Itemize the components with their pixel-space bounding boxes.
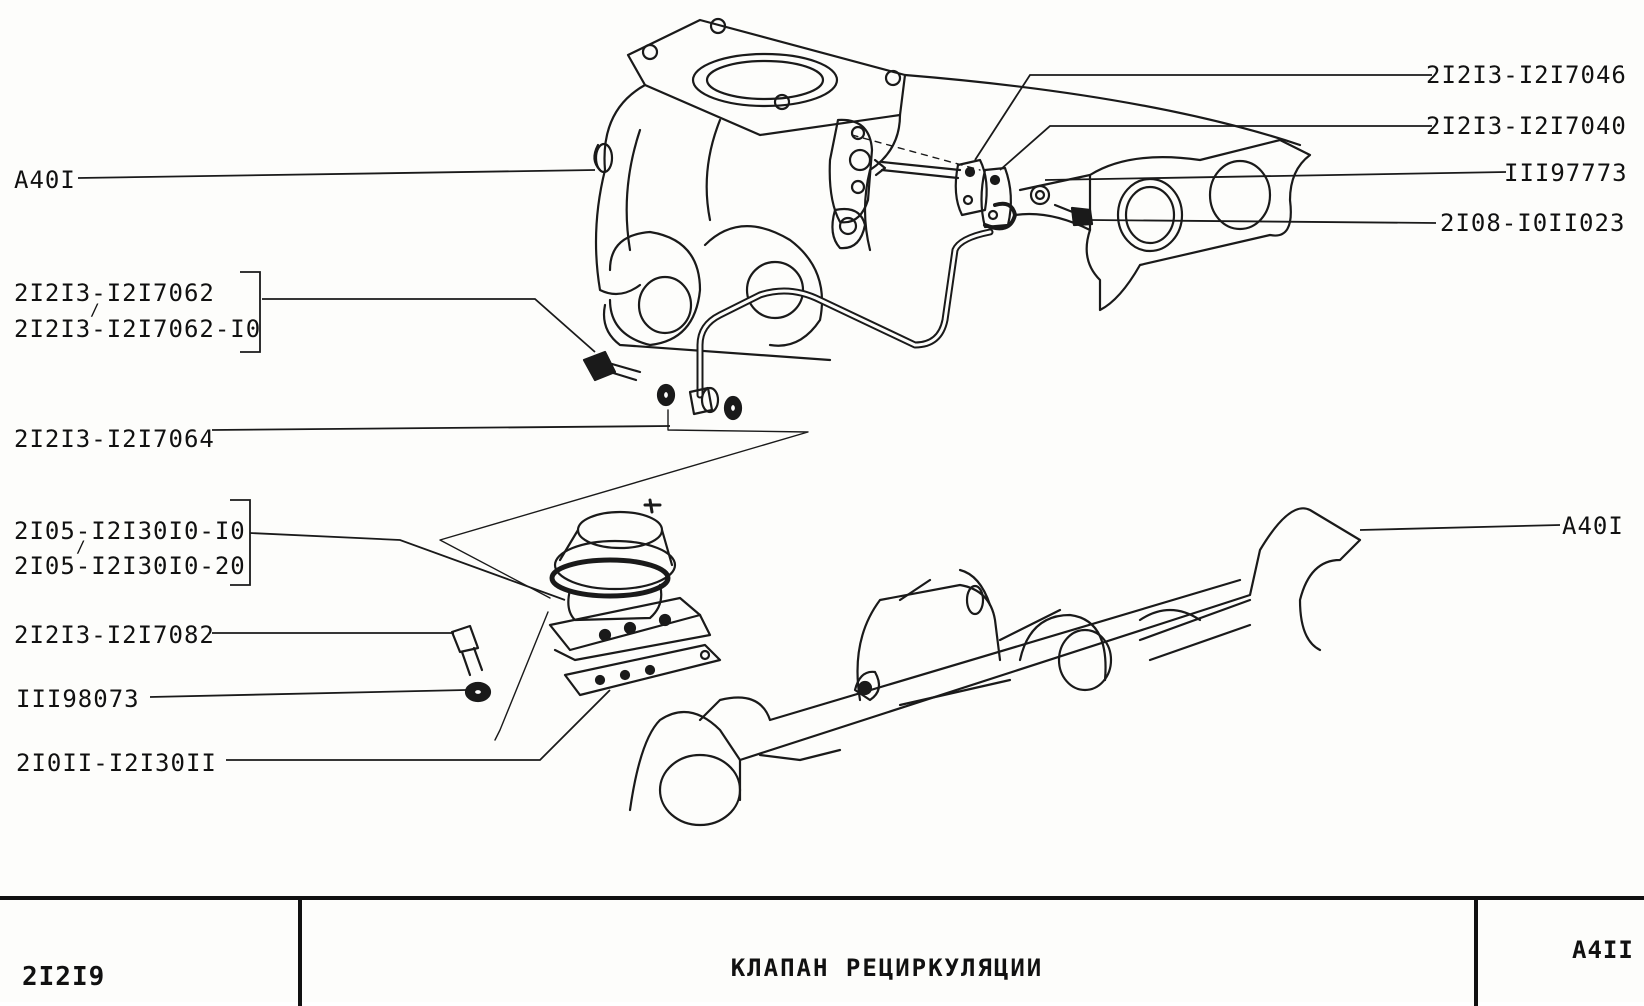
callout-washer-seal: 2I2I3-I2I7064 bbox=[14, 425, 215, 453]
or-mark-1: / bbox=[90, 300, 101, 319]
exhaust-manifold-upper bbox=[1013, 138, 1312, 312]
title-block: 2I2I9 КЛАПАН РЕЦИРКУЛЯЦИИ A4II bbox=[0, 896, 1644, 1006]
title-block-divider-left bbox=[298, 900, 302, 1006]
callout-valve-1: 2I05-I2I30I0-I0 bbox=[14, 517, 246, 545]
callout-stud: 2I08-I0II023 bbox=[1440, 209, 1626, 237]
callout-valve-bolt: 2I2I3-I2I7082 bbox=[14, 621, 215, 649]
page-title: КЛАПАН РЕЦИРКУЛЯЦИИ bbox=[730, 954, 1044, 982]
callout-valve-2: 2I05-I2I30I0-20 bbox=[14, 552, 246, 580]
egr-valve bbox=[548, 498, 722, 697]
model-number: 2I2I9 bbox=[22, 962, 106, 992]
intake-manifold bbox=[593, 17, 1302, 362]
title-block-divider-right bbox=[1474, 900, 1478, 1006]
callout-valve-washer: III98073 bbox=[16, 685, 140, 713]
callout-tube-bolt-2: 2I2I3-I2I7062-I0 bbox=[14, 315, 262, 343]
tube-fitting-assembly bbox=[582, 350, 743, 421]
assembly-lines bbox=[439, 134, 981, 741]
callout-a401-right: A40I bbox=[1562, 512, 1624, 540]
exploded-view-drawing bbox=[77, 17, 1561, 827]
callout-gasket: 2I0II-I2I30II bbox=[16, 749, 217, 777]
leader-lines bbox=[77, 74, 1561, 761]
callout-a401-left: A40I bbox=[14, 166, 76, 194]
valve-bolt-washer bbox=[450, 624, 492, 703]
exhaust-manifold-lower bbox=[628, 507, 1362, 827]
callout-bracket-2: 2I2I3-I2I7040 bbox=[1426, 112, 1627, 140]
callout-bracket-1: 2I2I3-I2I7046 bbox=[1426, 61, 1627, 89]
callout-tube-bolt-1: 2I2I3-I2I7062 bbox=[14, 279, 215, 307]
sheet-number: A4II bbox=[1572, 936, 1634, 964]
bracket-and-pipe bbox=[696, 158, 1094, 399]
callout-nut: III97773 bbox=[1504, 159, 1628, 187]
or-mark-2: / bbox=[76, 537, 87, 556]
